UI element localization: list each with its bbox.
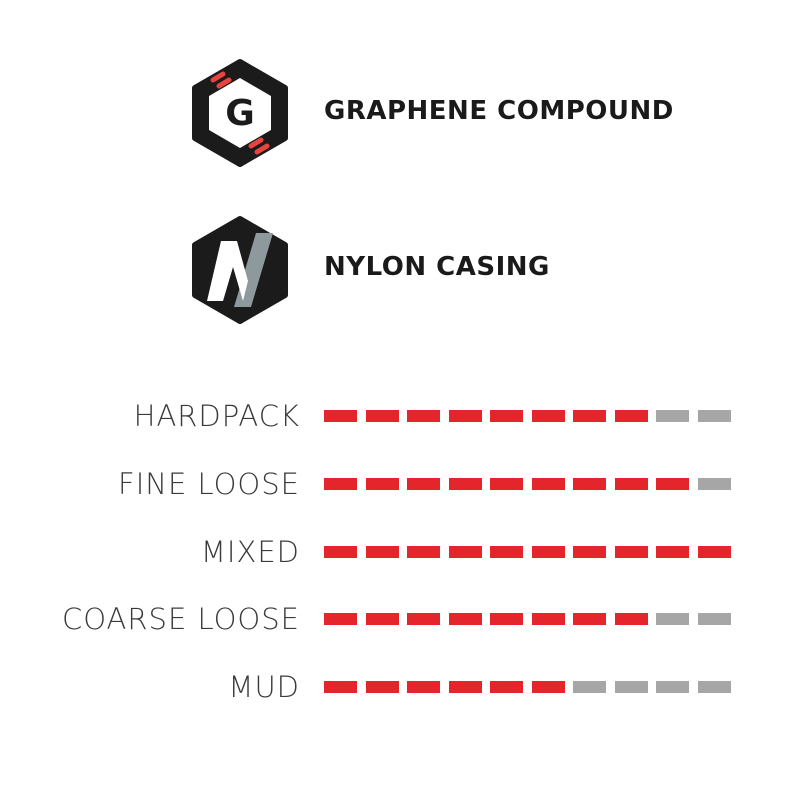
rating-segment-filled [407, 546, 440, 558]
rating-label: MUD [228, 670, 300, 704]
rating-segment-empty [656, 410, 689, 422]
rating-bar [324, 410, 734, 422]
rating-row-coarse-loose: COARSE LOOSE [0, 599, 800, 639]
rating-label: COARSE LOOSE [61, 602, 300, 636]
rating-segment-empty [697, 410, 731, 422]
rating-segment-filled [407, 613, 440, 625]
rating-segment-filled [531, 478, 565, 490]
rating-segment-filled [531, 681, 565, 693]
rating-segment-filled [324, 681, 357, 693]
rating-segment-filled [407, 410, 440, 422]
rating-row-mixed: MIXED [0, 532, 800, 572]
rating-segment-filled [324, 546, 357, 558]
rating-segment-filled [324, 613, 357, 625]
rating-segment-empty [656, 681, 689, 693]
rating-segment-filled [531, 546, 565, 558]
rating-segment-filled [656, 546, 689, 558]
rating-segment-filled [573, 410, 606, 422]
nylon-badge [185, 215, 295, 325]
rating-segment-filled [448, 478, 482, 490]
rating-segment-filled [365, 546, 399, 558]
rating-segment-filled [531, 410, 565, 422]
rating-segment-filled [614, 410, 648, 422]
rating-bar [324, 546, 734, 558]
rating-segment-filled [490, 613, 523, 625]
rating-row-mud: MUD [0, 667, 800, 707]
rating-segment-empty [656, 613, 689, 625]
rating-segment-filled [531, 613, 565, 625]
rating-segment-filled [573, 546, 606, 558]
rating-segment-filled [365, 681, 399, 693]
rating-segment-empty [697, 681, 731, 693]
rating-segment-filled [365, 613, 399, 625]
rating-segment-filled [365, 478, 399, 490]
rating-segment-filled [573, 613, 606, 625]
rating-label: HARDPACK [133, 399, 300, 433]
rating-segment-filled [448, 681, 482, 693]
rating-segment-empty [573, 681, 606, 693]
rating-segment-filled [365, 410, 399, 422]
rating-segment-filled [697, 546, 731, 558]
rating-bar [324, 681, 734, 693]
nylon-n-icon [192, 216, 288, 324]
graphene-g-icon: G [192, 59, 288, 167]
rating-segment-filled [614, 478, 648, 490]
rating-segment-filled [490, 681, 523, 693]
rating-segment-filled [490, 410, 523, 422]
rating-bar [324, 478, 734, 490]
rating-row-hardpack: HARDPACK [0, 396, 800, 436]
rating-segment-filled [614, 613, 648, 625]
rating-segment-filled [448, 546, 482, 558]
rating-segment-filled [324, 410, 357, 422]
rating-segment-filled [490, 546, 523, 558]
rating-row-fine-loose: FINE LOOSE [0, 464, 800, 504]
rating-bar [324, 613, 734, 625]
rating-segment-filled [324, 478, 357, 490]
rating-segment-filled [448, 410, 482, 422]
rating-segment-filled [448, 613, 482, 625]
graphene-badge: G [185, 58, 295, 168]
rating-segment-filled [573, 478, 606, 490]
graphene-letter: G [225, 93, 255, 134]
rating-label: MIXED [200, 535, 300, 569]
rating-segment-empty [697, 478, 731, 490]
nylon-casing-label: NYLON CASING [324, 252, 550, 282]
graphene-compound-label: GRAPHENE COMPOUND [324, 96, 674, 126]
rating-segment-empty [697, 613, 731, 625]
rating-segment-filled [614, 546, 648, 558]
rating-segment-empty [614, 681, 648, 693]
rating-segment-filled [407, 478, 440, 490]
rating-label: FINE LOOSE [118, 467, 300, 501]
rating-segment-filled [656, 478, 689, 490]
rating-segment-filled [407, 681, 440, 693]
rating-segment-filled [490, 478, 523, 490]
